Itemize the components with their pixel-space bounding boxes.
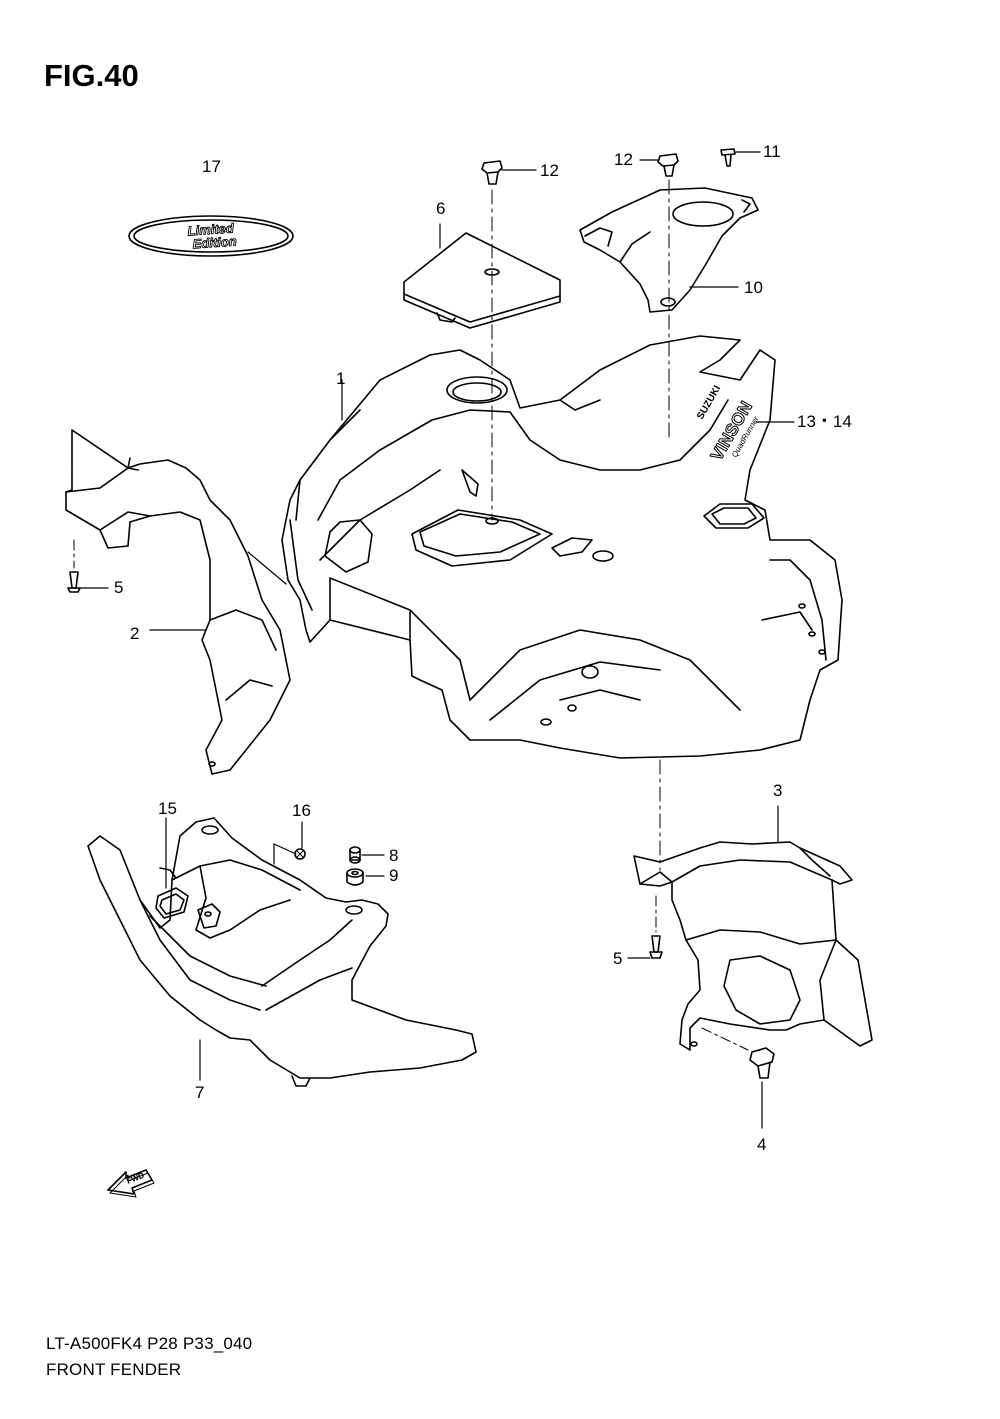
callout-15: 15 <box>158 799 177 818</box>
callout-2: 2 <box>130 624 140 643</box>
cover-plate-6 <box>403 223 561 329</box>
callout-9: 9 <box>389 866 399 885</box>
front-bumper-7 <box>87 817 477 1087</box>
model-code: LT-A500FK4 P28 P33_040 <box>46 1334 253 1353</box>
callout-5-right: 5 <box>613 949 623 968</box>
clip-12-right-and-screw-11 <box>639 148 761 441</box>
decal-text-line1: Limited <box>187 220 235 238</box>
callout-6: 6 <box>436 199 446 218</box>
vinson-fender-decal: SUZUKI VINSON QuadRunner <box>695 384 795 465</box>
right-mud-guard-3 <box>633 805 873 1051</box>
callout-8: 8 <box>389 846 399 865</box>
callout-5-left: 5 <box>114 578 124 597</box>
callout-10: 10 <box>744 278 763 297</box>
callout-16: 16 <box>292 801 311 820</box>
decal-text-line2: Edition <box>192 233 237 251</box>
front-fender-1 <box>281 335 843 759</box>
callout-7: 7 <box>195 1083 205 1102</box>
bolt-4 <box>749 1047 775 1129</box>
clip-12-left <box>481 160 537 521</box>
limited-edition-decal: Limited Edition <box>128 215 294 257</box>
clip-16 <box>273 821 306 865</box>
callout-11: 11 <box>763 142 781 161</box>
screw-5-left <box>67 539 109 593</box>
section-name: FRONT FENDER <box>46 1360 182 1379</box>
callout-17: 17 <box>202 157 221 176</box>
upper-cover-10 <box>579 187 759 313</box>
fwd-arrow-icon: FWD <box>107 1169 155 1198</box>
callout-4: 4 <box>757 1135 767 1154</box>
left-mud-guard-2 <box>65 429 291 775</box>
callout-12-left: 12 <box>540 161 559 180</box>
callout-3: 3 <box>773 781 783 800</box>
callout-1: 1 <box>336 369 346 388</box>
callout-12-right: 12 <box>614 150 633 169</box>
figure-title: FIG.40 <box>44 58 139 93</box>
screw-5-right <box>627 895 663 959</box>
collar-8-and-grommet-9 <box>346 846 385 886</box>
callout-13-14: 13・14 <box>797 412 852 431</box>
